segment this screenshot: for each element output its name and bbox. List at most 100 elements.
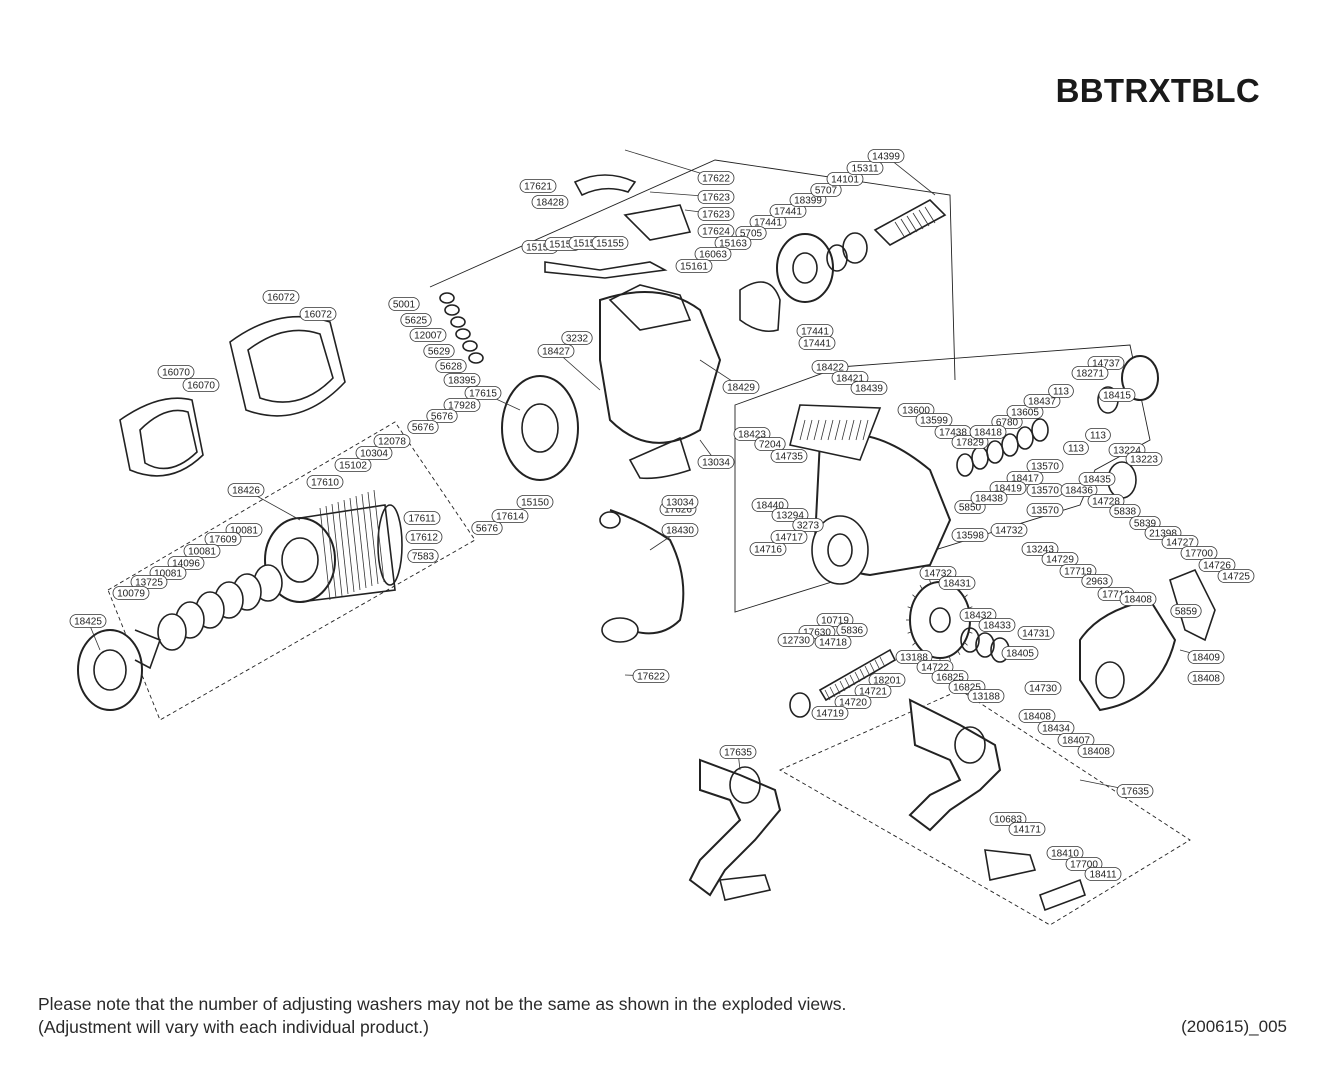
spool-line xyxy=(361,493,373,587)
part-number: 17438 xyxy=(939,427,967,438)
part-label-pill xyxy=(519,179,557,193)
part-label-pill xyxy=(1078,472,1116,486)
part-label-pill xyxy=(714,236,752,250)
part-label: 17635 xyxy=(1116,784,1154,798)
handle-left-collar xyxy=(729,766,761,804)
part-label: 18434 xyxy=(1037,721,1075,735)
gear-tooth xyxy=(964,594,968,598)
part-label-pill xyxy=(373,434,411,448)
part-label-pill xyxy=(423,344,455,358)
model-code-title: BBTRXTBLC xyxy=(1055,72,1260,109)
part-label: 17623 xyxy=(697,207,735,221)
pinion-collar xyxy=(826,244,848,272)
spool-sleeve-inner xyxy=(139,409,198,470)
spool-line xyxy=(337,501,349,595)
part-number: 6780 xyxy=(996,417,1019,428)
part-label-pill xyxy=(769,204,807,218)
part-label: 14735 xyxy=(770,449,808,463)
part-label-pill xyxy=(826,172,864,186)
spool-rear-rim xyxy=(377,504,403,586)
line-roller xyxy=(601,617,639,643)
part-label-pill xyxy=(405,530,443,544)
part-number: 10079 xyxy=(117,588,145,599)
part-label-pill xyxy=(1026,459,1064,473)
bail-cover xyxy=(623,204,692,241)
part-number: 13570 xyxy=(1031,485,1059,496)
part-label: 10081 xyxy=(183,544,221,558)
part-label-pill xyxy=(1018,709,1056,723)
part-label-pill xyxy=(1217,569,1255,583)
shaft-thread xyxy=(839,680,846,692)
part-number: 13600 xyxy=(902,405,930,416)
part-label: 14101 xyxy=(826,172,864,186)
gear-tooth xyxy=(964,642,968,646)
part-number: 18433 xyxy=(983,620,1011,631)
part-label-pill xyxy=(846,161,884,175)
side-plate xyxy=(1079,598,1177,712)
part-label: 18409 xyxy=(1187,650,1225,664)
part-number: 15155 xyxy=(596,238,624,249)
part-label: 18431 xyxy=(938,576,976,590)
part-label: 7204 xyxy=(754,437,786,451)
part-label-pill xyxy=(990,523,1028,537)
part-label: 13223 xyxy=(1125,452,1163,466)
part-label: 14720 xyxy=(834,695,872,709)
part-number: 13294 xyxy=(776,510,804,521)
part-label: 14171 xyxy=(1008,822,1046,836)
shaft-thread xyxy=(824,689,831,701)
part-number: 5676 xyxy=(412,422,435,433)
part-label: 5628 xyxy=(435,359,467,373)
shaft-thread xyxy=(879,656,886,668)
part-label-pill xyxy=(661,495,699,509)
part-number: 21398 xyxy=(1149,528,1177,539)
part-label: 17700 xyxy=(1180,546,1218,560)
part-number: 17623 xyxy=(702,192,730,203)
part-number: 14171 xyxy=(1013,824,1041,835)
part-number: 18431 xyxy=(943,578,971,589)
part-label: 7583 xyxy=(407,549,439,563)
part-number: 18438 xyxy=(975,493,1003,504)
part-label-pill xyxy=(407,549,439,563)
part-label: 18426 xyxy=(227,483,265,497)
part-label-pill xyxy=(464,386,502,400)
part-label-pill xyxy=(719,745,757,759)
part-number: 18417 xyxy=(1011,473,1039,484)
part-label: 3273 xyxy=(792,518,824,532)
spool-sleeve-inner-large xyxy=(247,329,334,403)
part-label: 13605 xyxy=(1006,405,1044,419)
part-number: 17622 xyxy=(702,173,730,184)
part-number: 13034 xyxy=(666,497,694,508)
part-number: 17626 xyxy=(664,504,692,515)
part-label: 18407 xyxy=(1057,733,1095,747)
part-label: 15311 xyxy=(846,161,884,175)
part-label: 13188 xyxy=(967,689,1005,703)
part-label-pill xyxy=(1187,671,1225,685)
part-label-pill xyxy=(1057,733,1095,747)
part-number: 18421 xyxy=(836,373,864,384)
part-label-pill xyxy=(1048,384,1074,398)
part-number: 12007 xyxy=(414,330,442,341)
part-label: 14716 xyxy=(749,542,787,556)
spool-sleeve-small xyxy=(119,397,204,477)
pinion-thread xyxy=(900,218,912,236)
foot-grip xyxy=(862,419,869,441)
gear-tooth xyxy=(957,650,961,655)
part-label-pill xyxy=(1109,504,1141,518)
spool-body xyxy=(299,504,396,603)
part-label-pill xyxy=(754,437,786,451)
part-number: 18410 xyxy=(1051,848,1079,859)
part-number: 17622 xyxy=(637,671,665,682)
part-label-pill xyxy=(400,313,432,327)
part-label: 14732 xyxy=(990,523,1028,537)
part-number: 18428 xyxy=(536,197,564,208)
part-number: 17829 xyxy=(956,437,984,448)
small-washer-1 xyxy=(444,304,460,316)
part-number: 10304 xyxy=(360,448,388,459)
foot-grip xyxy=(799,419,806,441)
part-label-pill xyxy=(471,521,503,535)
part-label-pill xyxy=(867,149,905,163)
part-label: 18429 xyxy=(722,380,760,394)
drive-gear-center xyxy=(929,607,951,633)
part-label-pill xyxy=(854,684,892,698)
part-label-pill xyxy=(1116,784,1154,798)
